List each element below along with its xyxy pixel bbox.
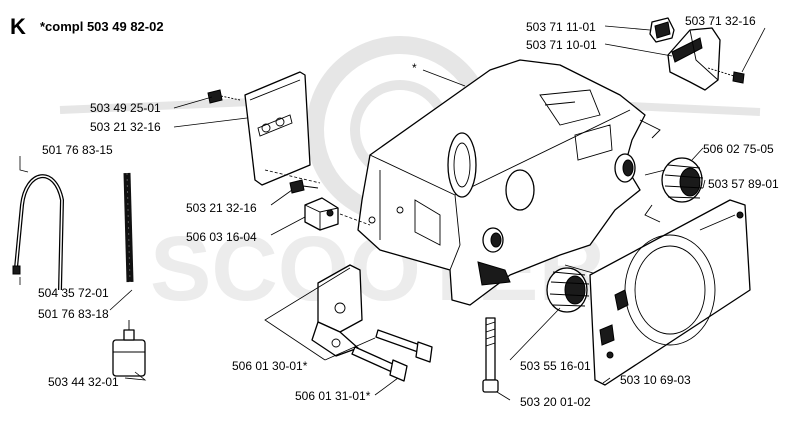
- fuel-hose: [12, 174, 64, 291]
- label-503-49-25-01: 503 49 25-01: [90, 101, 161, 115]
- label-504-35-72-01: 504 35 72-01: [38, 286, 109, 300]
- label-506-02-75-05: 506 02 75-05: [703, 142, 774, 156]
- callout-labels: * 503 49 25-01 503 21 32-16 501 76 83-15…: [38, 14, 779, 409]
- bolt-upper: [375, 329, 433, 363]
- label-503-21-32-16-top: 503 21 32-16: [90, 120, 161, 134]
- watermark-wings: [59, 96, 761, 116]
- bolt-lower: [351, 346, 408, 382]
- long-bolt: [482, 317, 499, 393]
- label-503-71-32-16: 503 71 32-16: [685, 14, 756, 28]
- impulse-hose: [123, 172, 134, 283]
- label-503-71-10-01: 503 71 10-01: [526, 38, 597, 52]
- assembly-note: *compl 503 49 82-02: [40, 19, 164, 34]
- shield-plate: [244, 71, 311, 186]
- screw-top-right: [707, 67, 745, 84]
- damper-cap: [649, 17, 675, 43]
- crankcase-housing: [357, 59, 661, 306]
- label-503-57-89-01: 503 57 89-01: [708, 177, 779, 191]
- label-503-10-69-03: 503 10 69-03: [620, 373, 691, 387]
- label-501-76-83-15: 501 76 83-15: [42, 143, 113, 157]
- label-star-marker: *: [412, 61, 417, 75]
- label-503-55-16-01: 503 55 16-01: [520, 359, 591, 373]
- av-element-upper: [644, 157, 704, 223]
- label-506-03-16-04: 506 03 16-04: [186, 230, 257, 244]
- clamp-bracket: [304, 197, 339, 231]
- bottom-bracket: [311, 264, 363, 357]
- handle-bracket: [667, 27, 721, 91]
- label-501-76-83-18: 501 76 83-18: [38, 307, 109, 321]
- screw-middle: [289, 179, 319, 194]
- side-cover: [589, 199, 751, 386]
- label-503-44-32-01: 503 44 32-01: [48, 375, 119, 389]
- label-503-21-32-16-mid: 503 21 32-16: [186, 201, 257, 215]
- av-element-lower: [546, 264, 601, 313]
- label-506-01-30-01: 506 01 30-01*: [232, 359, 308, 373]
- screw-top: [207, 89, 241, 104]
- label-503-71-11-01: 503 71 11-01: [526, 20, 596, 34]
- label-503-20-01-02: 503 20 01-02: [520, 395, 591, 409]
- label-506-01-31-01: 506 01 31-01*: [295, 389, 371, 403]
- section-letter: K: [10, 14, 26, 39]
- fuel-filter: [112, 320, 146, 377]
- leader-lines: [19, 25, 766, 401]
